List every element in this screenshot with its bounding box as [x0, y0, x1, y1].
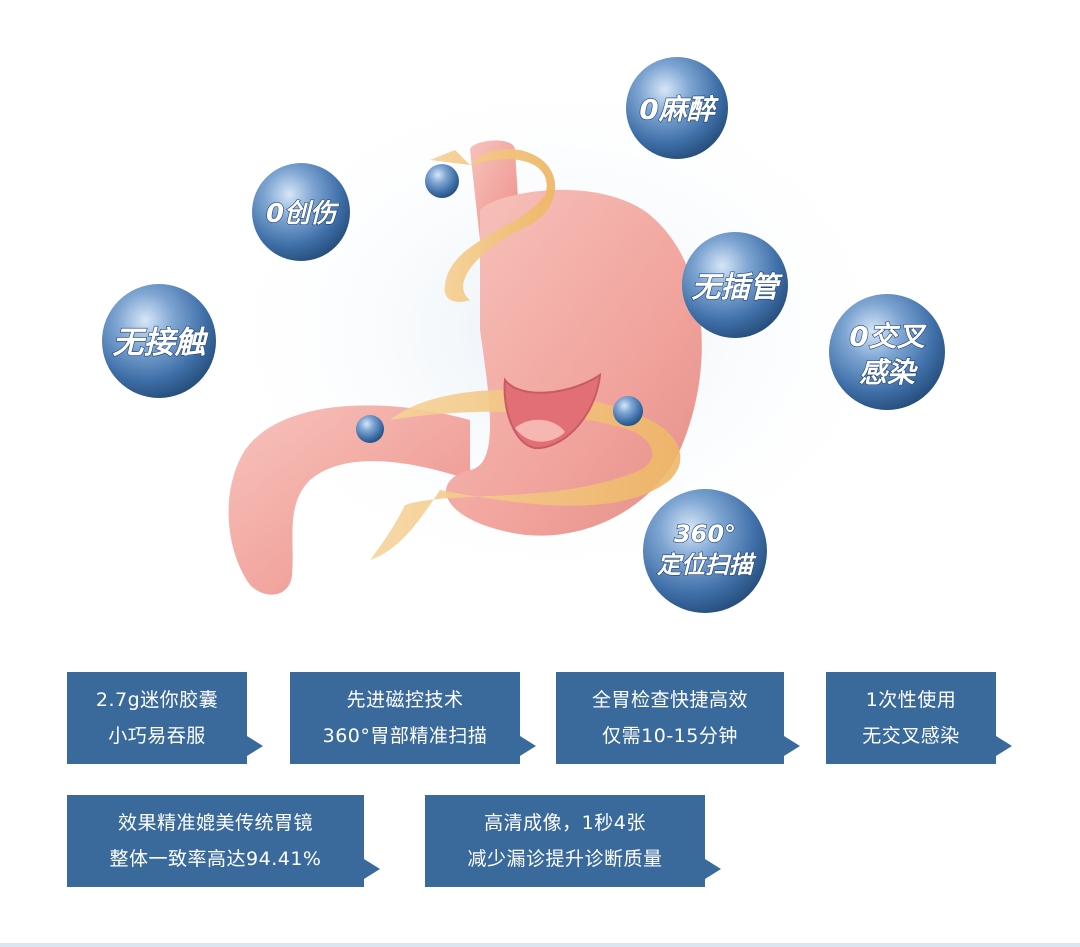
bubble-no-anesthesia: 0麻醉: [626, 57, 728, 159]
feature-box-accuracy: 效果精准媲美传统胃镜 整体一致率高达94.41%: [67, 795, 380, 887]
bubble-label: 无插管: [691, 270, 783, 304]
bubble-label: 360°: [674, 520, 736, 548]
small-bubble: [425, 164, 459, 198]
bubble-label: 无接触: [113, 325, 210, 361]
bubble-label: 0麻醉: [639, 93, 719, 126]
bubble-no-cross-infection: 0交叉 感染: [829, 294, 945, 410]
small-bubble: [613, 396, 643, 426]
feature-line: 减少漏诊提升诊断质量: [467, 848, 663, 870]
feature-line: 先进磁控技术: [346, 689, 464, 711]
bubble-label: 定位扫描: [656, 551, 757, 579]
stomach-body: [446, 189, 702, 536]
feature-line: 整体一致率高达94.41%: [109, 848, 322, 870]
feature-line: 全胃检查快捷高效: [591, 689, 748, 711]
feature-line: 效果精准媲美传统胃镜: [117, 812, 313, 834]
bubble-label: 感染: [859, 356, 919, 389]
feature-line: 1次性使用: [865, 689, 957, 711]
bubble-no-intubation: 无插管: [682, 232, 788, 338]
feature-line: 小巧易吞服: [108, 725, 206, 747]
feature-line: 无交叉感染: [862, 725, 960, 747]
feature-box-fast: 全胃检查快捷高效 仅需10-15分钟: [556, 672, 800, 764]
bubble-label: 0交叉: [849, 320, 926, 353]
bubble-no-contact: 无接触: [102, 284, 216, 398]
feature-line: 360°胃部精准扫描: [322, 725, 488, 747]
feature-line: 仅需10-15分钟: [602, 725, 738, 747]
small-bubble: [356, 415, 384, 443]
stomach-illustration: 0麻醉 0创伤 无插管 无接触 0交叉 感染 360° 定位扫描: [102, 57, 945, 613]
feature-line: 高清成像，1秒4张: [484, 812, 646, 834]
ribbon-upper: [430, 149, 556, 302]
bubble-label: 0创伤: [266, 199, 340, 229]
stomach-tongue: [515, 419, 565, 442]
bubble-no-wound: 0创伤: [252, 163, 350, 261]
feature-box-disposable: 1次性使用 无交叉感染: [826, 672, 1012, 764]
feature-box-capsule: 2.7g迷你胶囊 小巧易吞服: [67, 672, 263, 764]
bottom-divider: [0, 943, 1080, 947]
bubble-scan: 360° 定位扫描: [643, 489, 767, 613]
stomach-duodenum: [228, 405, 470, 595]
feature-box-imaging: 高清成像，1秒4张 减少漏诊提升诊断质量: [425, 795, 721, 887]
feature-box-magnetic: 先进磁控技术 360°胃部精准扫描: [290, 672, 536, 764]
feature-line: 2.7g迷你胶囊: [95, 689, 219, 711]
